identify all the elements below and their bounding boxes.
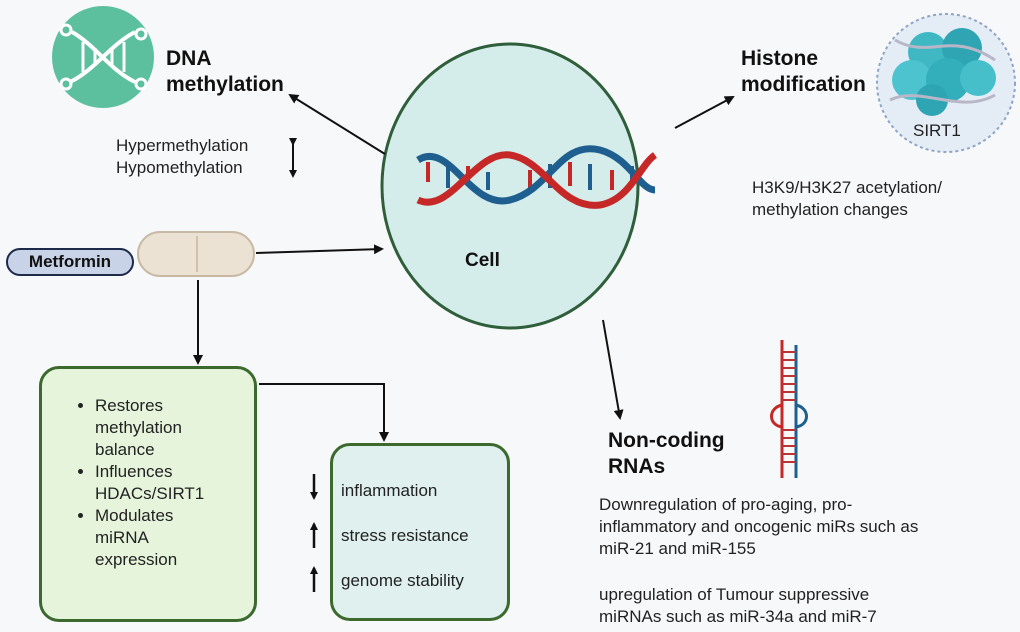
metformin-effects-box: Restores methylation balance Influences … xyxy=(39,366,257,622)
arrow-cell-to-dna-methylation xyxy=(288,93,386,155)
arrow-cell-to-ncrna xyxy=(602,319,624,420)
hypomethylation-label: Hypomethylation xyxy=(116,158,243,177)
effect-line: Restores xyxy=(95,396,164,415)
effect-item: Modulates miRNA expression xyxy=(95,505,254,571)
sirt1-label: SIRT1 xyxy=(913,121,961,140)
arrow-effects-to-outcomes xyxy=(259,383,389,442)
dna-methylation-icon xyxy=(52,6,154,108)
outcome-stress-resistance: stress resistance xyxy=(341,526,469,545)
effect-line: methylation xyxy=(95,418,182,437)
histone-modification-title: Histone modification xyxy=(741,46,866,98)
non-coding-rnas-title: Non-coding RNAs xyxy=(608,428,725,480)
histone-desc-line1: H3K9/H3K27 acetylation/ xyxy=(752,178,942,197)
metformin-label: Metformin xyxy=(6,248,134,276)
effect-line: Influences xyxy=(95,462,173,481)
effect-line: balance xyxy=(95,440,155,459)
ncrna-down-line3: miR-21 and miR-155 xyxy=(599,539,756,558)
effects-list: Restores methylation balance Influences … xyxy=(42,395,254,571)
ncrna-down-line1: Downregulation of pro-aging, pro- xyxy=(599,495,853,514)
ncrna-downregulation-text: Downregulation of pro-aging, pro- inflam… xyxy=(599,494,918,560)
histone-sirt1-icon xyxy=(876,13,1016,153)
arrow-cell-to-histone xyxy=(674,96,735,129)
cell-body xyxy=(380,42,640,330)
histone-desc-line2: methylation changes xyxy=(752,200,908,219)
histone-title-line2: modification xyxy=(741,73,866,96)
ncrna-title-line2: RNAs xyxy=(608,455,666,478)
dna-methylation-title-line2: methylation xyxy=(166,73,284,96)
ncrna-up-line2: miRNAs such as miR-34a and miR-7 xyxy=(599,607,877,626)
hypermethylation-label: Hypermethylation xyxy=(116,136,249,155)
dna-methylation-title: DNA methylation xyxy=(166,46,284,98)
outcome-genome-stability: genome stability xyxy=(341,571,464,590)
effect-item: Restores methylation balance xyxy=(95,395,254,461)
effect-line: expression xyxy=(95,550,178,569)
metformin-pill-icon xyxy=(137,231,255,277)
dna-methylation-title-line1: DNA xyxy=(166,47,212,70)
methylation-types: Hypermethylation Hypomethylation xyxy=(116,135,248,179)
outcome-inflammation: inflammation xyxy=(341,481,438,500)
dna-helix-icon xyxy=(416,145,658,209)
ncrna-down-line2: inflammatory and oncogenic miRs such as xyxy=(599,517,919,536)
effect-line: HDACs/SIRT1 xyxy=(95,484,205,503)
ncrna-up-line1: upregulation of Tumour suppressive xyxy=(599,585,870,604)
outcomes-box xyxy=(330,443,510,621)
effect-line: Modulates xyxy=(95,506,174,525)
histone-title-line1: Histone xyxy=(741,47,819,70)
effect-line: miRNA xyxy=(95,528,149,547)
effect-item: Influences HDACs/SIRT1 xyxy=(95,461,254,505)
arrow-metformin-to-cell xyxy=(255,244,384,255)
ncrna-upregulation-text: upregulation of Tumour suppressive miRNA… xyxy=(599,584,877,628)
cell-label: Cell xyxy=(465,250,500,271)
rna-hairpin-icon xyxy=(770,340,808,478)
histone-description: H3K9/H3K27 acetylation/ methylation chan… xyxy=(752,177,942,221)
ncrna-title-line1: Non-coding xyxy=(608,429,725,452)
